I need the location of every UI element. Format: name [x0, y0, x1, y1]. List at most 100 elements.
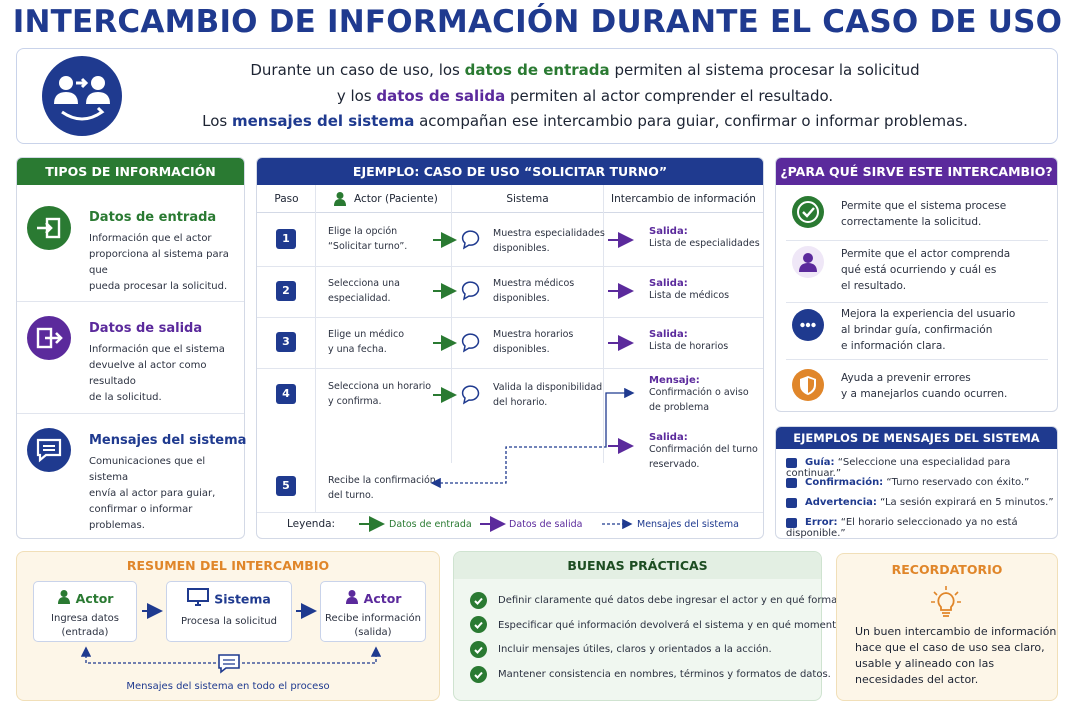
chat-bubble-icon: [461, 385, 480, 405]
person-icon: [333, 191, 347, 211]
ejemplo-panel: EJEMPLO: CASO DE USO “SOLICITAR TURNO”: [256, 157, 764, 539]
chat-bubble-icon: [461, 230, 480, 250]
tipos-header: TIPOS DE INFORMACIÓN: [17, 158, 244, 185]
legend-divider: [257, 512, 763, 513]
para-panel: ¿PARA QUÉ SIRVE ESTE INTERCAMBIO?: [775, 157, 1058, 412]
buenas-item: Especificar qué información devolverá el…: [498, 620, 846, 631]
tipo-title-salida: Datos de salida: [89, 321, 203, 336]
message-dotted-arrow: [430, 446, 607, 489]
intro-highlight-entrada: datos de entrada: [464, 61, 610, 79]
lightbulb-icon: [928, 584, 964, 624]
col-divider: [315, 185, 316, 512]
intro-highlight-mensajes: mensajes del sistema: [231, 112, 415, 130]
step-exchange: Salida:Lista de horarios: [649, 329, 729, 352]
step-number: 5: [276, 476, 296, 496]
divider: [17, 413, 244, 414]
divider: [17, 301, 244, 302]
flow-sistema: Sistema Procesa la solicitud: [166, 581, 292, 642]
buenas-item: Definir claramente qué datos debe ingres…: [498, 595, 851, 606]
intro-highlight-salida: datos de salida: [376, 86, 506, 105]
col-divider: [603, 185, 604, 463]
chat-icon: [786, 458, 797, 468]
flow-actor-salida: Actor Recibe información (salida): [320, 581, 426, 642]
chat-bubble-icon: [461, 281, 480, 301]
resumen-footer: Mensajes del sistema en todo el proceso: [126, 681, 330, 692]
intro-panel: [16, 48, 1058, 144]
person-icon: [345, 589, 359, 609]
check-icon: [792, 196, 824, 228]
table-arrows: [359, 230, 635, 532]
person-icon: [57, 589, 71, 609]
message-dotted-arrow: [605, 387, 635, 446]
col-header-actor: Actor (Paciente): [354, 193, 438, 205]
row-divider: [257, 368, 763, 369]
divider: [786, 240, 1048, 241]
table-header-divider: [257, 212, 763, 213]
col-header-paso: Paso: [274, 193, 299, 205]
col-header-sistema: Sistema: [506, 193, 549, 205]
check-icon: [470, 666, 487, 683]
col-divider: [451, 185, 452, 463]
input-icon: [27, 206, 71, 250]
divider: [786, 302, 1048, 303]
chat-icon: [786, 518, 797, 528]
mensaje-item: Confirmación: “Turno reservado con éxito…: [786, 477, 1056, 488]
col-header-intercambio: Intercambio de información: [611, 193, 756, 205]
message-icon: [27, 428, 71, 472]
chat-icon: [218, 654, 240, 674]
ejemplo-header: EJEMPLO: CASO DE USO “SOLICITAR TURNO”: [257, 158, 763, 185]
chat-bubble-icon: [461, 333, 480, 353]
page-title: INTERCAMBIO DE INFORMACIÓN DURANTE EL CA…: [12, 4, 1063, 40]
buenas-item: Mantener consistencia en nombres, términ…: [498, 669, 831, 680]
buenas-header: BUENAS PRÁCTICAS: [454, 552, 821, 579]
output-icon: [27, 316, 71, 360]
legend-entrada: Datos de entrada: [389, 519, 472, 530]
exchange-icon: [42, 56, 122, 136]
chat-dots-icon: [792, 309, 824, 341]
tipo-title-mensajes: Mensajes del sistema: [89, 433, 247, 448]
check-icon: [470, 592, 487, 609]
check-icon: [470, 616, 487, 633]
legend-mensajes: Mensajes del sistema: [637, 519, 740, 530]
divider: [786, 359, 1048, 360]
step-number: 2: [276, 281, 296, 301]
monitor-icon: [187, 588, 210, 610]
mensaje-item: Advertencia: “La sesión expirará en 5 mi…: [786, 497, 1056, 508]
step-actor: Elige la opción“Solicitar turno”.: [328, 226, 408, 252]
chat-icon: [786, 478, 797, 488]
recordatorio-header: RECORDATORIO: [891, 562, 1003, 577]
step-exchange: Salida:Lista de especialidades: [649, 226, 760, 249]
mensajes-header: EJEMPLOS DE MENSAJES DEL SISTEMA: [776, 427, 1057, 449]
resumen-arrows: [80, 603, 382, 674]
mensajes-panel: EJEMPLOS DE MENSAJES DEL SISTEMA: [775, 426, 1058, 539]
resumen-header: RESUMEN DEL INTERCAMBIO: [126, 558, 330, 573]
intro-text: Durante un caso de uso, los datos de ent…: [202, 61, 968, 130]
step-exchange: Salida:Lista de médicos: [649, 278, 730, 301]
legend-salida: Datos de salida: [509, 519, 583, 530]
flow-actor-entrada: Actor Ingresa datos (entrada): [33, 581, 137, 642]
mensaje-item: Guía: “Seleccione una especialidad para …: [786, 457, 1011, 479]
row-divider: [257, 266, 763, 267]
flow-dotted-line: [242, 646, 382, 664]
flow-dotted-line: [80, 646, 216, 664]
shield-icon: [792, 369, 824, 401]
para-header: ¿PARA QUÉ SIRVE ESTE INTERCAMBIO?: [776, 158, 1057, 185]
row-divider: [257, 317, 763, 318]
step-number: 1: [276, 229, 296, 249]
